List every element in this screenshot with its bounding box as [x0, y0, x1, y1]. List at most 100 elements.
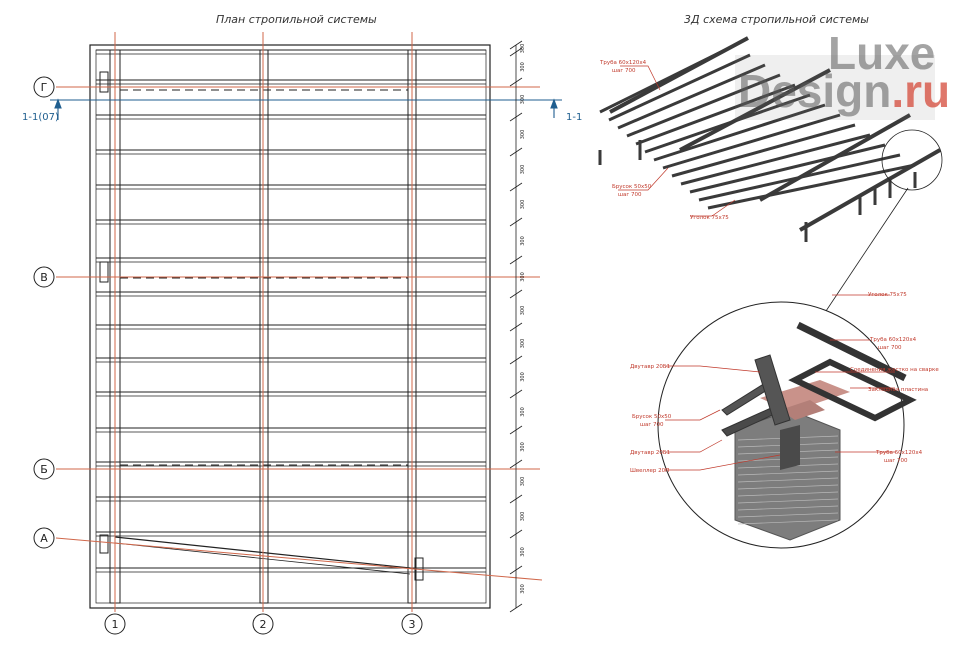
- dimension-label: 300: [520, 584, 526, 594]
- roof-purlin: [680, 133, 871, 186]
- axis-label-row: А: [40, 532, 48, 545]
- dimension-tick: [509, 425, 523, 435]
- roof-purlin: [635, 83, 796, 146]
- dimension-tick: [509, 389, 523, 399]
- axis-label-column: 2: [260, 618, 267, 631]
- dimension-label: 300: [520, 339, 526, 349]
- callouts-detail: Уголок 75х75 Труба 60х120х4 шаг 700 Двут…: [630, 292, 939, 474]
- callout-label: Труба 60х120х4: [599, 60, 647, 66]
- dimension-label: 300: [520, 372, 526, 382]
- callout-label: Труба 60х120х4: [869, 337, 917, 343]
- callout-label: Брусок 50х50: [632, 414, 672, 420]
- brick-course: [737, 505, 839, 511]
- callout-label: шаг 700: [618, 192, 642, 198]
- axis-label-row: Б: [40, 463, 48, 476]
- dimension-tick: [509, 459, 523, 469]
- row-axis-markers: [33, 76, 55, 549]
- dimension-label: 300: [520, 200, 526, 210]
- roof-purlin: [707, 163, 916, 210]
- dimension-tick: [509, 603, 523, 613]
- dimension-label: 300: [520, 95, 526, 105]
- callout-label: Закладная пластина: [868, 387, 928, 393]
- axis-bubble-b: [33, 458, 55, 480]
- axis-label-column: 3: [409, 618, 416, 631]
- callout-leaders: [618, 65, 895, 471]
- callout-label: Труба 60х120х4: [875, 450, 923, 456]
- dimension-tick: [509, 355, 523, 365]
- callout-label: Двутавр 20Б1: [630, 450, 670, 456]
- axis-bubble-g: [33, 76, 55, 98]
- dimension-label: 300: [520, 130, 526, 140]
- brick-course: [737, 512, 839, 518]
- brick-course: [737, 477, 839, 483]
- dimension-tick: [509, 217, 523, 227]
- callout-label: Уголок 75х75: [690, 215, 729, 221]
- watermark-line2: Design: [738, 65, 892, 117]
- callout-label: шаг 700: [878, 345, 902, 351]
- roof-posts: [598, 140, 917, 242]
- dimension-tick: [509, 529, 523, 539]
- roof-purlin: [617, 63, 766, 130]
- dimension-tick: [509, 40, 523, 50]
- plan-outer-frame: [89, 44, 491, 609]
- brick-course: [737, 470, 839, 476]
- callout-label: шаг 700: [640, 422, 664, 428]
- axis-label-row: Г: [41, 81, 48, 94]
- roof-purlin: [608, 53, 751, 122]
- axis-bubble-a: [33, 527, 55, 549]
- callout-label: Соединения жестко на сварке: [850, 367, 939, 373]
- roof-purlin: [662, 113, 841, 170]
- plan-inner-frame: [95, 49, 487, 604]
- dimension-label: 300: [520, 62, 526, 72]
- axis-bubble-v: [33, 266, 55, 288]
- dimension-tick: [509, 255, 523, 265]
- brick-course: [737, 519, 839, 525]
- dimension-tick: [509, 47, 523, 57]
- dimension-label: 300: [520, 44, 526, 54]
- roof-purlin: [689, 143, 886, 194]
- plan-view: [89, 44, 491, 609]
- axis-lines: [55, 32, 543, 612]
- dimension-tick: [509, 147, 523, 157]
- dimension-label: 300: [520, 442, 526, 452]
- roof-purlin: [626, 73, 781, 138]
- watermark-logo: Luxe: [828, 30, 935, 76]
- dimension-tick: [509, 112, 523, 122]
- brick-course: [737, 491, 839, 497]
- dimension-label: 300: [520, 272, 526, 282]
- axis-bubble-3: [401, 613, 423, 635]
- detail-node: [721, 321, 917, 541]
- brick-course: [737, 498, 839, 504]
- brick-course: [737, 484, 839, 490]
- dimension-labels: 300 300 300 300 300 300 300 300 300 300 300 300 300 3…: [520, 44, 526, 594]
- callouts-3d: Труба 60х120х4 шаг 700 Брусок 50х50 шаг …: [599, 60, 729, 221]
- scheme3d-title: 3Д схема стропильной системы: [684, 13, 869, 26]
- section-label-right: 1-1: [566, 112, 582, 123]
- dimension-label: 300: [520, 477, 526, 487]
- plan-title: План стропильной системы: [216, 13, 377, 26]
- column-axis-markers: [104, 613, 423, 635]
- axis-bubble-1: [104, 613, 126, 635]
- dimension-tick: [509, 322, 523, 332]
- dimension-tick: [509, 565, 523, 575]
- callout-label: Двутавр 20Б1: [630, 364, 670, 370]
- axis-label-row: В: [40, 271, 48, 284]
- callout-label: Уголок 75х75: [868, 292, 907, 298]
- dimension-label: 300: [520, 547, 526, 557]
- dimension-tick: [509, 182, 523, 192]
- watermark-suffix: .ru: [891, 65, 951, 117]
- scheme3d-view: [598, 36, 943, 549]
- axis-bubble-2: [252, 613, 274, 635]
- dimension-label: 300: [520, 165, 526, 175]
- dimension-label: 300: [520, 512, 526, 522]
- section-label-left: 1-1(07): [22, 112, 59, 123]
- roof-rafters: [609, 36, 941, 232]
- callout-label: шаг 700: [612, 68, 636, 74]
- dimension-label: 300: [520, 236, 526, 246]
- dimension-tick: [509, 494, 523, 504]
- detail-connector: [819, 187, 909, 321]
- dimension-tick: [509, 289, 523, 299]
- dimension-label: 300: [520, 306, 526, 316]
- callout-label: шаг 700: [884, 458, 908, 464]
